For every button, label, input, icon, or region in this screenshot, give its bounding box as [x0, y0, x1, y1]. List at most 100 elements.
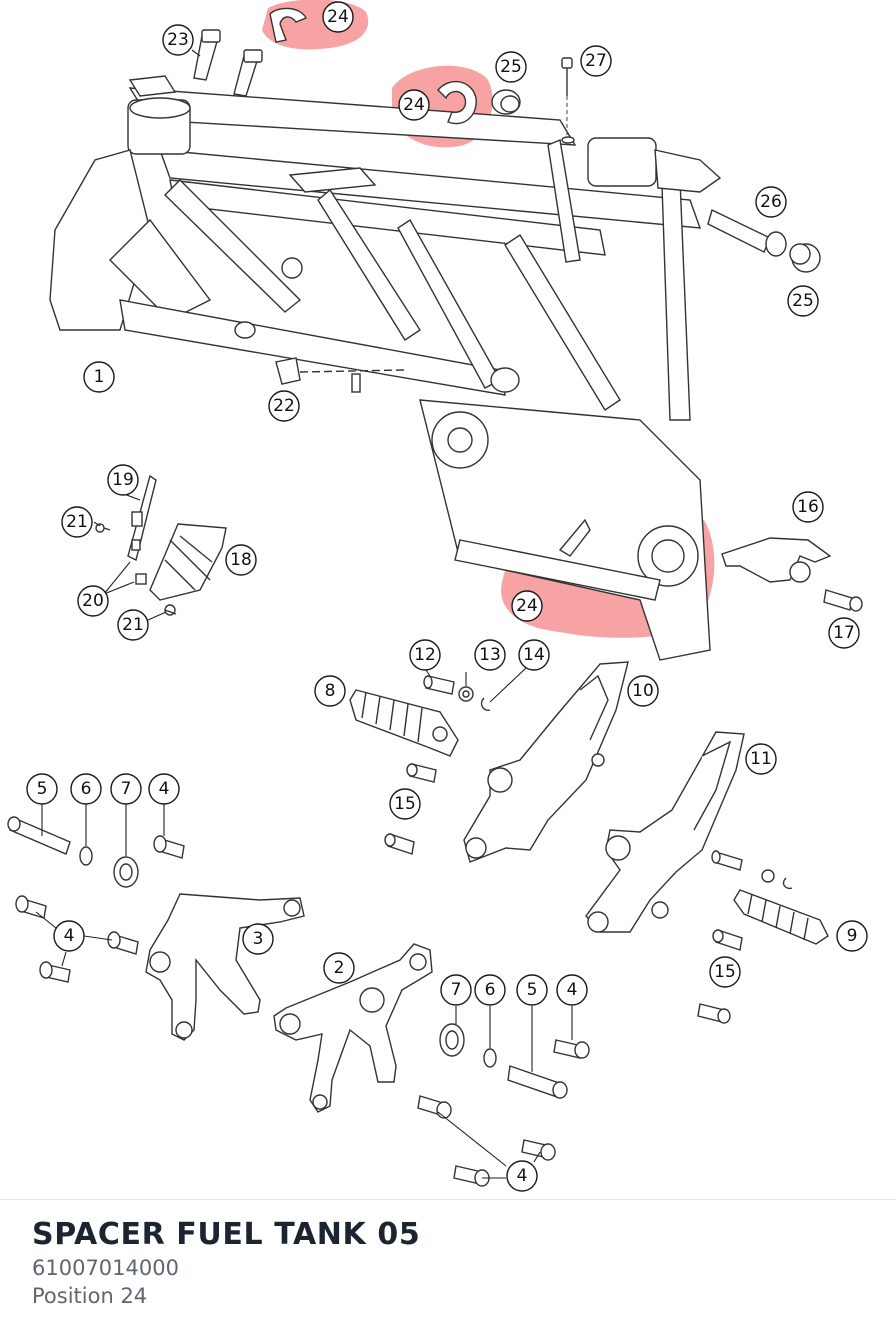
callout-4-right[interactable]: 4: [556, 974, 588, 1006]
footpeg-8[interactable]: [349, 689, 459, 757]
svg-text:22: 22: [273, 396, 295, 416]
svg-text:19: 19: [112, 470, 134, 490]
washer-6-right: [483, 1048, 497, 1068]
callout-25-right[interactable]: 25: [787, 285, 819, 317]
svg-text:16: 16: [797, 497, 819, 517]
bolt-15-top: [406, 763, 437, 783]
callout-7-right[interactable]: 7: [440, 974, 472, 1006]
part-number: 61007014000: [32, 1256, 179, 1280]
callout-1[interactable]: 1: [83, 361, 115, 393]
bolt-4-left-a: [153, 835, 185, 859]
callout-12[interactable]: 12: [409, 639, 441, 671]
bolt-15-right-b: [697, 1003, 731, 1024]
cover-18: [149, 523, 227, 601]
footpeg-9[interactable]: [733, 889, 829, 945]
callout-24-mid[interactable]: 24: [398, 89, 430, 121]
callout-24-lower[interactable]: 24: [511, 590, 543, 622]
callout-16[interactable]: 16: [792, 491, 824, 523]
svg-text:15: 15: [394, 794, 416, 814]
svg-text:21: 21: [122, 615, 144, 635]
callout-6-right[interactable]: 6: [474, 974, 506, 1006]
callout-3[interactable]: 3: [242, 923, 274, 955]
callout-6-left[interactable]: 6: [70, 773, 102, 805]
callout-2[interactable]: 2: [323, 952, 355, 984]
svg-text:9: 9: [847, 926, 858, 946]
bolt-5-right: [507, 1065, 568, 1099]
callout-19[interactable]: 19: [107, 464, 139, 496]
svg-text:6: 6: [81, 779, 92, 799]
callout-7-left[interactable]: 7: [110, 773, 142, 805]
bolt-4-right: [553, 1039, 590, 1059]
callout-14[interactable]: 14: [518, 639, 550, 671]
cap-25-right: [789, 243, 821, 273]
callout-15-mid[interactable]: 15: [389, 788, 421, 820]
callout-17[interactable]: 17: [828, 617, 860, 649]
callout-4-left-top[interactable]: 4: [148, 773, 180, 805]
part-title: SPACER FUEL TANK 05: [32, 1217, 421, 1252]
callout-5-right[interactable]: 5: [516, 974, 548, 1006]
exploded-parts-diagram: 1 2 3 4 4 4 4 5 5 6 6 7 7 8 9 10 11 12 1…: [7, 0, 868, 1192]
bracket-10[interactable]: [463, 661, 629, 863]
svg-text:4: 4: [159, 779, 170, 799]
svg-text:18: 18: [230, 550, 252, 570]
svg-text:7: 7: [451, 980, 462, 1000]
callout-4-bottom[interactable]: 4: [506, 1160, 538, 1192]
callout-23[interactable]: 23: [162, 24, 194, 56]
callout-13[interactable]: 13: [474, 639, 506, 671]
svg-text:15: 15: [714, 962, 736, 982]
washer-13: [458, 686, 474, 702]
bolt-4-left-b: [15, 895, 47, 919]
bolt-15-right-a: [712, 929, 743, 951]
bolt-5-left: [7, 816, 71, 855]
callout-20[interactable]: 20: [77, 585, 109, 617]
svg-text:1: 1: [94, 367, 105, 387]
callout-11[interactable]: 11: [745, 743, 777, 775]
callout-18[interactable]: 18: [225, 544, 257, 576]
hanger-3[interactable]: [145, 893, 305, 1041]
hanger-2[interactable]: [273, 943, 433, 1113]
callout-8[interactable]: 8: [314, 675, 346, 707]
svg-text:24: 24: [403, 95, 425, 115]
callout-22[interactable]: 22: [268, 390, 300, 422]
svg-text:5: 5: [37, 779, 48, 799]
bolt-4-left-d: [39, 961, 71, 983]
svg-text:3: 3: [253, 929, 264, 949]
svg-text:25: 25: [792, 291, 814, 311]
bolt-23-group: [193, 29, 263, 97]
bolt-4-bottom-a: [417, 1095, 452, 1119]
bolt-17: [823, 589, 863, 612]
svg-text:23: 23: [167, 30, 189, 50]
bracket-11[interactable]: [585, 731, 745, 933]
spacer-24-mid[interactable]: [437, 80, 477, 125]
callout-5-left[interactable]: 5: [26, 773, 58, 805]
callout-26[interactable]: 26: [755, 186, 787, 218]
bolt-15-mid: [384, 833, 415, 855]
callout-24-top[interactable]: 24: [322, 1, 354, 33]
svg-text:14: 14: [523, 645, 545, 665]
callout-21-top[interactable]: 21: [61, 506, 93, 538]
spacer-24-top[interactable]: [269, 7, 307, 43]
callout-15-right[interactable]: 15: [709, 956, 741, 988]
svg-text:4: 4: [567, 980, 578, 1000]
callout-4-left-mid[interactable]: 4: [53, 920, 85, 952]
callout-21-bottom[interactable]: 21: [117, 609, 149, 641]
screw-21-bottom: [164, 604, 177, 616]
callout-25-top[interactable]: 25: [495, 51, 527, 83]
svg-text:5: 5: [527, 980, 538, 1000]
nut-20: [135, 573, 147, 585]
svg-text:2: 2: [334, 958, 345, 978]
callout-10[interactable]: 10: [627, 675, 659, 707]
part-info: SPACER FUEL TANK 05 61007014000 Position…: [32, 1216, 420, 1310]
svg-text:17: 17: [833, 623, 855, 643]
svg-text:21: 21: [66, 512, 88, 532]
callout-27[interactable]: 27: [580, 45, 612, 77]
svg-text:4: 4: [517, 1166, 528, 1186]
svg-text:27: 27: [585, 51, 607, 71]
clip-14: [480, 697, 491, 711]
washer-6-left: [79, 846, 93, 866]
bolt-26: [707, 209, 787, 257]
washer-right: [761, 869, 793, 890]
callout-9[interactable]: 9: [836, 920, 868, 952]
guard-16[interactable]: [721, 537, 832, 583]
svg-text:10: 10: [632, 681, 654, 701]
